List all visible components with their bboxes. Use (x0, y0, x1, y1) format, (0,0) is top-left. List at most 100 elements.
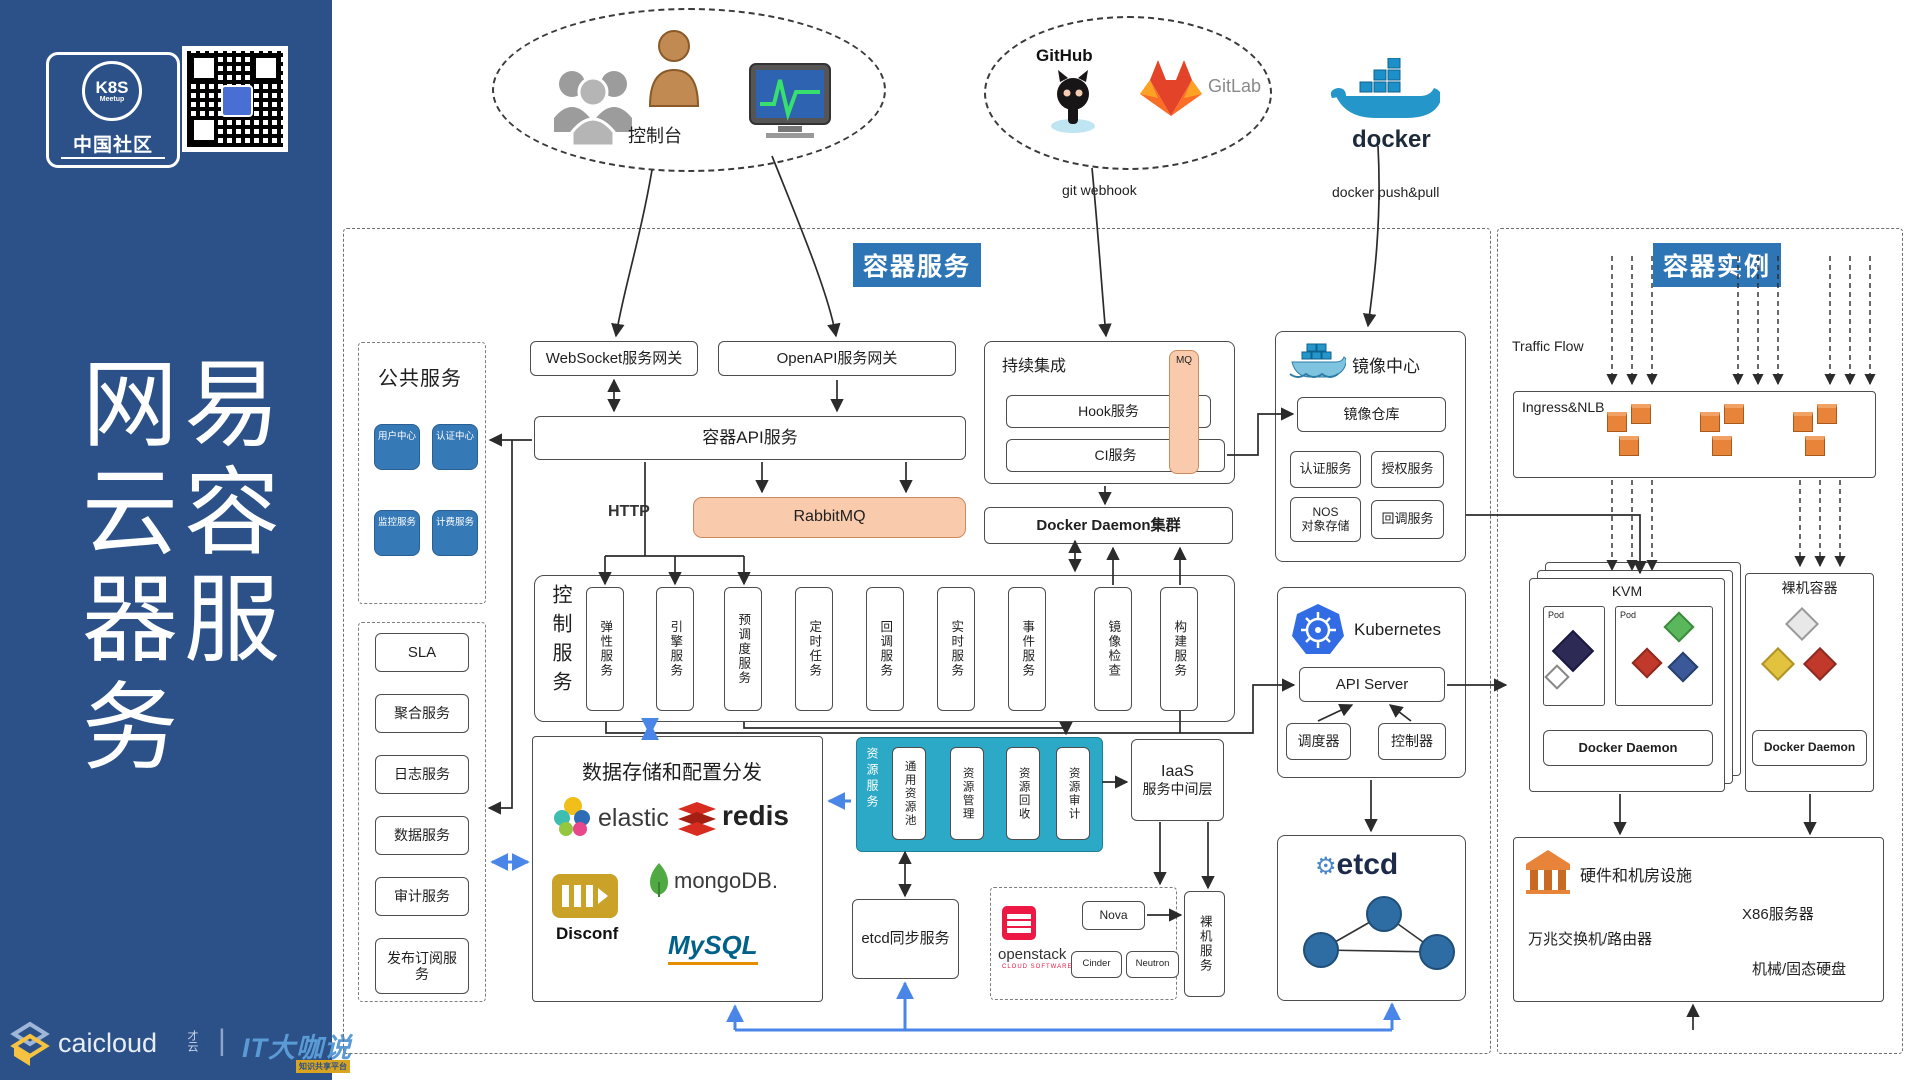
service-label: 日志服务 (394, 766, 450, 783)
etcd-gear-icon: ⚙ (1315, 853, 1337, 880)
docker-daemon-label: Docker Daemon (1763, 740, 1856, 755)
container-instance-title: 容器实例 (1653, 243, 1782, 287)
api-service-label: 容器API服务 (702, 428, 798, 448)
itdakashuo-logo: IT大咖说 (242, 1033, 352, 1063)
service-label: 审计服务 (394, 888, 450, 905)
kvm-docker-daemon-box: Docker Daemon (1543, 730, 1713, 766)
sidebar: K8S Meetup 中国社区 网易 云容 器服 务 (0, 0, 351, 1080)
ctrl-realtime-box: 实时服务 (937, 587, 975, 711)
tile-label: 用户中心 (377, 431, 416, 442)
pubsub-service-box: 发布订阅服务 (375, 938, 469, 994)
neutron-box: Neutron (1126, 951, 1179, 978)
registry-nos-box: NOS 对象存储 (1290, 497, 1361, 542)
console-label: 控制台 (628, 126, 682, 146)
api-server-box: API Server (1299, 667, 1445, 702)
ingress-nlb-box (1513, 391, 1876, 478)
ci-title: 持续集成 (1002, 358, 1067, 375)
storage-box (532, 736, 823, 1002)
footer-logos: caicloud 才云 | IT大咖说 知识共享平台 (6, 1014, 351, 1074)
public-services-box (358, 342, 486, 604)
cinder-label: Cinder (1082, 958, 1111, 970)
registry-callback-label: 回调服务 (1381, 511, 1434, 527)
nos-label-2: 对象存储 (1301, 518, 1350, 533)
openstack-logo-text: openstack (998, 946, 1067, 963)
github-logo-text: GitHub (1036, 46, 1093, 65)
ctrl-label: 事件服务 (1020, 620, 1035, 678)
container-cluster-icon (1793, 404, 1845, 466)
deck-title: 网易 云容 器服 务 (82, 352, 297, 782)
sla-box: SLA (375, 633, 469, 672)
ddc-label: Docker Daemon集群 (1036, 516, 1181, 534)
container-instance-panel (1497, 228, 1903, 1054)
ctrl-label: 实时服务 (949, 620, 964, 678)
rabbitmq-box: RabbitMQ (693, 497, 966, 538)
nova-box: Nova (1082, 901, 1145, 930)
deck-title-line: 务 (82, 674, 184, 782)
neutron-label: Neutron (1135, 958, 1170, 970)
ctrl-build-box: 构建服务 (1160, 587, 1198, 711)
registry-callback-box: 回调服务 (1371, 500, 1444, 539)
k8s-logo-meetup: Meetup (99, 96, 125, 103)
iaas-box: IaaS 服务中间层 (1131, 739, 1224, 821)
tile-label: 认证中心 (435, 431, 474, 442)
tile-auth-center: 认证中心 (432, 424, 478, 470)
disconf-logo-text: Disconf (556, 924, 619, 943)
baremetal-service-box: 裸机服务 (1184, 891, 1225, 997)
deck-title-line: 网易 (82, 352, 286, 459)
auth-label: 认证服务 (1299, 461, 1352, 477)
ctrl-label: 回调服务 (878, 620, 893, 678)
ctrl-elastic-box: 弹性服务 (586, 587, 624, 711)
k8s-logo-community: 中国社区 (61, 130, 165, 159)
controller-label: 控制器 (1391, 733, 1433, 750)
control-services-label: 控制服务 (549, 584, 571, 700)
openstack-box (990, 887, 1177, 1000)
gateway-label: OpenAPI服务网关 (776, 349, 898, 367)
mysql-logo-text: MySQL (668, 930, 758, 965)
kvm-pod2: Pod (1615, 606, 1713, 706)
left-services-box (358, 622, 486, 1002)
ctrl-event-box: 事件服务 (1008, 587, 1046, 711)
data-service-box: 数据服务 (375, 816, 469, 855)
ctrl-label: 弹性服务 (598, 620, 613, 678)
resource-audit-box: 资源审计 (1056, 747, 1090, 840)
rabbitmq-label: RabbitMQ (793, 508, 866, 526)
tile-monitor-service: 监控服务 (374, 510, 420, 556)
mongodb-logo-text: mongoDB. (674, 868, 778, 893)
caicloud-cn: 才云 (186, 1030, 198, 1052)
baremetal-service-label: 裸机服务 (1197, 915, 1212, 973)
api-server-label: API Server (1335, 675, 1409, 693)
k8s-meetup-logo: K8S Meetup 中国社区 (46, 52, 180, 168)
nos-label-1: NOS (1312, 504, 1339, 519)
ctrl-cron-box: 定时任务 (795, 587, 833, 711)
git-webhook-label: git webhook (1062, 182, 1137, 198)
ctrl-label: 镜像检查 (1106, 620, 1121, 678)
container-cluster-icon (1700, 404, 1752, 466)
footer-divider: | (218, 1024, 226, 1057)
resource-mgmt-box: 资源管理 (950, 747, 984, 840)
resource-service-label: 资源服务 (865, 747, 879, 811)
elastic-logo-text: elastic (598, 804, 669, 832)
container-service-panel (343, 228, 1491, 1054)
registry-auth-box: 认证服务 (1290, 451, 1361, 488)
iaas-label-1: IaaS (1161, 762, 1194, 780)
etcd-logo: ⚙etcd (1315, 848, 1398, 882)
qr-center-logo (221, 85, 253, 117)
registry-authz-box: 授权服务 (1371, 451, 1444, 488)
repo-label: 镜像仓库 (1343, 406, 1400, 423)
audit-service-box: 审计服务 (375, 877, 469, 916)
service-label: 聚合服务 (394, 705, 450, 722)
tile-billing-service: 计费服务 (432, 510, 478, 556)
resource-label: 资源回收 (1017, 766, 1030, 821)
ctrl-imagecheck-box: 镜像检查 (1094, 587, 1132, 711)
mq-label: MQ (1175, 355, 1193, 366)
docker-logo-text: docker (1352, 126, 1431, 153)
docker-logo-icon (1330, 58, 1440, 118)
kvm-label: KVM (1611, 583, 1643, 599)
container-service-title: 容器服务 (853, 243, 982, 287)
hook-label: Hook服务 (1078, 403, 1139, 420)
service-label: 数据服务 (394, 827, 450, 844)
openapi-gateway-box: OpenAPI服务网关 (718, 341, 956, 376)
controller-box: 控制器 (1378, 723, 1446, 760)
nova-label: Nova (1099, 907, 1128, 922)
